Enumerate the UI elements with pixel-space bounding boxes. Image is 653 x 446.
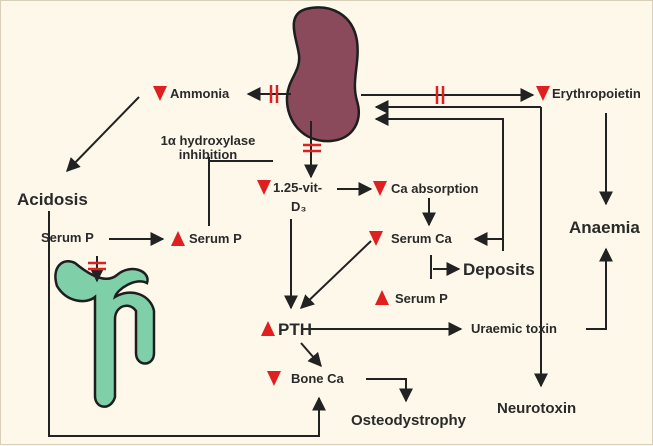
serum-p-left-label: Serum P — [41, 231, 94, 244]
increase-indicator-serum-p — [171, 231, 185, 246]
ca-absorption-label: Ca absorption — [391, 182, 478, 195]
uraemic-toxin-label: Uraemic toxin — [471, 322, 557, 335]
pth-to-bone-ca-arrow — [301, 343, 321, 366]
serum-p-lower-label: Serum P — [395, 292, 448, 305]
decrease-indicator-erythropoietin — [536, 86, 550, 101]
decrease-indicator-vitd — [257, 180, 271, 195]
kidney-icon — [287, 7, 359, 141]
serum-ca-label: Serum Ca — [391, 232, 452, 245]
ammonia-label: Ammonia — [170, 87, 229, 100]
uraemic-toxin-to-anaemia-arrow — [586, 249, 606, 329]
ammonia-to-acidosis-arrow — [67, 97, 139, 171]
decrease-indicator-bone-ca — [267, 371, 281, 386]
bone-ca-to-osteodystrophy-arrow — [366, 379, 406, 401]
neurotoxin-label: Neurotoxin — [497, 401, 576, 416]
pth-label: PTH — [278, 321, 312, 338]
serum-ca-to-pth-arrow — [301, 241, 371, 308]
hydroxylase-label-line1: 1α hydroxylase — [133, 134, 283, 147]
osteodystrophy-label: Osteodystrophy — [351, 413, 466, 428]
vitd-label-line1: 1.25-vit- — [273, 181, 322, 194]
erythropoietin-label: Erythropoietin — [552, 87, 641, 100]
vitd-label-line2: D₃ — [291, 200, 306, 213]
anaemia-label: Anaemia — [569, 219, 640, 236]
hydroxylase-label-line2: inhibition — [133, 148, 283, 161]
decrease-indicator-ca-absorption — [373, 181, 387, 196]
increase-indicator-serum-p-lower — [375, 290, 389, 305]
nephron-tubule-icon — [55, 261, 154, 406]
increase-indicator-pth — [261, 321, 275, 336]
acidosis-label: Acidosis — [17, 191, 88, 208]
decrease-indicator-ammonia — [153, 86, 167, 101]
bone-ca-label: Bone Ca — [291, 372, 344, 385]
serum-p-up-label: Serum P — [189, 232, 242, 245]
decrease-indicator-serum-ca — [369, 231, 383, 246]
deposits-label: Deposits — [463, 261, 535, 278]
